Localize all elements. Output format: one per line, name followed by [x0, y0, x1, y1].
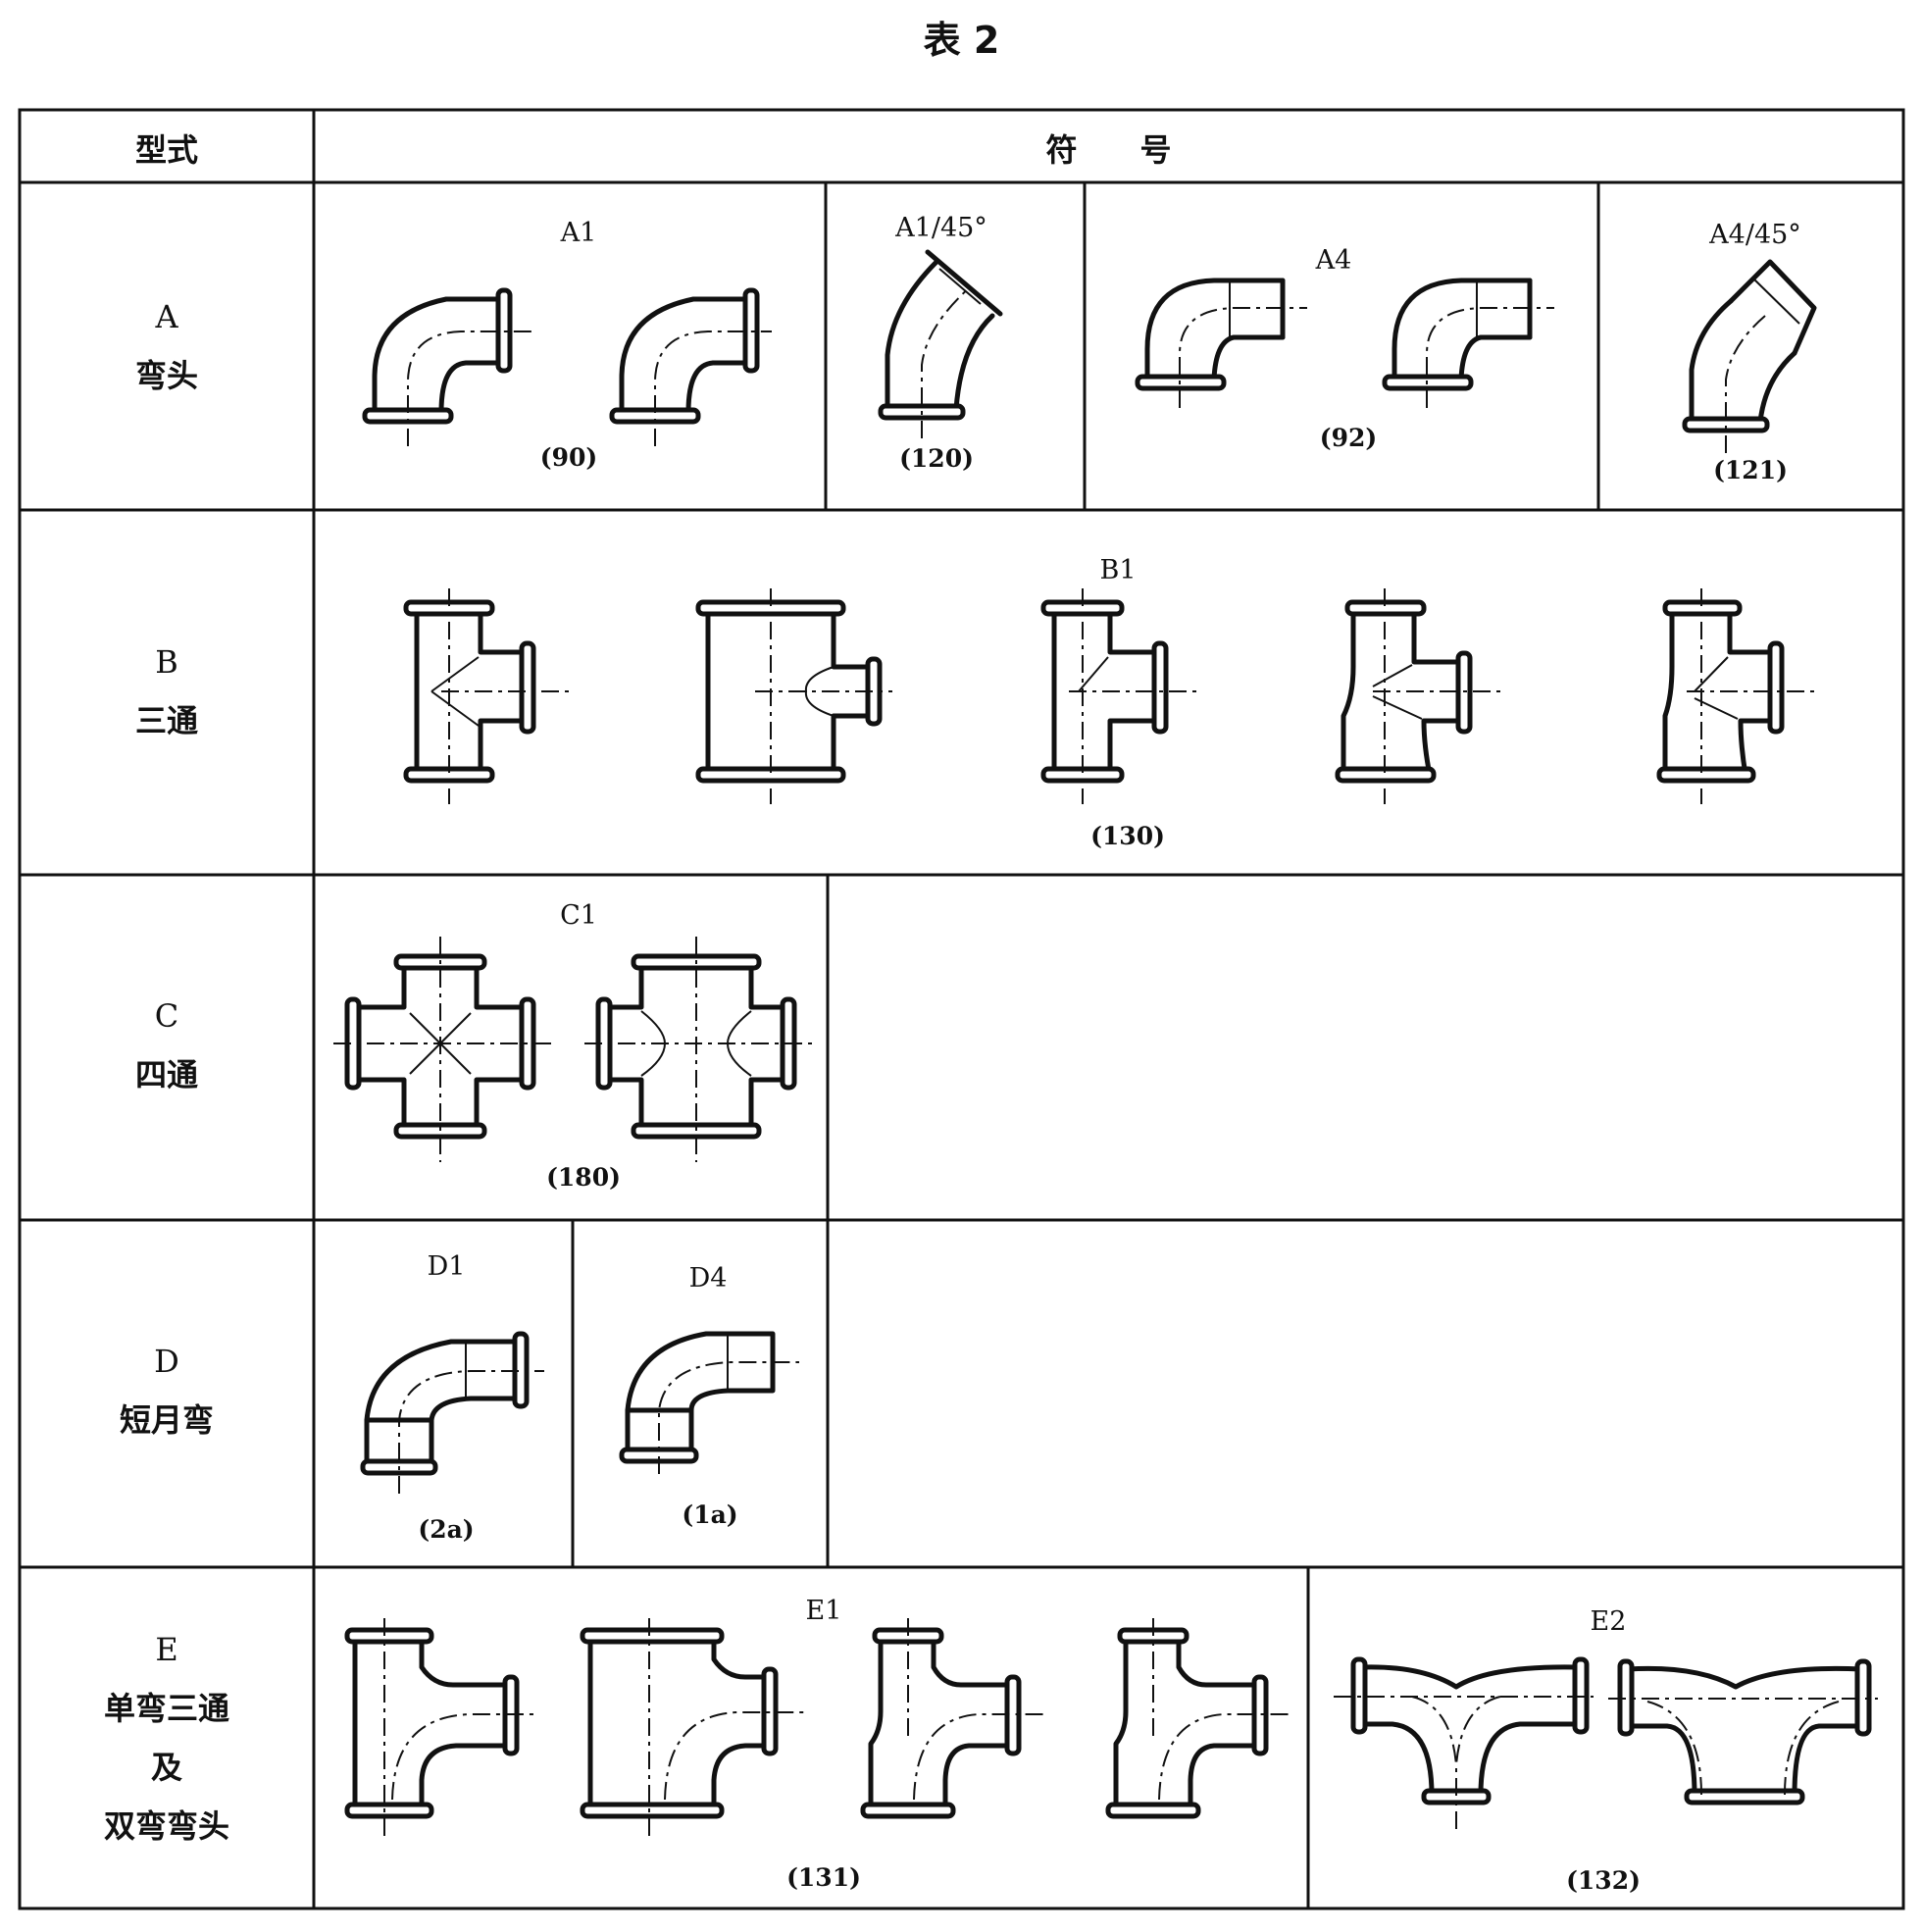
- row-code-d: D: [154, 1343, 179, 1380]
- row-label-b: B 三通: [20, 633, 314, 750]
- short-bend-d1-drawing: [360, 1331, 544, 1494]
- symbol-label-e2: E2: [1590, 1606, 1627, 1637]
- row-label-a: A 弯头: [20, 287, 314, 405]
- tee-b1-drawing-1: [403, 588, 569, 804]
- double-bend-e2-drawing-1: [1334, 1656, 1594, 1829]
- symbol-label-b1: B1: [1099, 555, 1137, 585]
- elbow-a4-drawing-1: [1135, 278, 1307, 408]
- symbol-label-d1: D1: [427, 1251, 466, 1282]
- row-name-e-2: 及: [150, 1749, 182, 1786]
- symbol-ref-a4: (92): [1319, 424, 1378, 452]
- elbow-a4-45-drawing: [1682, 259, 1817, 453]
- row-label-d: D 短月弯: [20, 1332, 314, 1449]
- row-code-a: A: [155, 298, 178, 335]
- row-code-e: E: [155, 1631, 178, 1668]
- row-code-c: C: [154, 997, 179, 1035]
- symbol-ref-c1: (180): [546, 1163, 621, 1192]
- row-name-d: 短月弯: [119, 1401, 214, 1439]
- cross-c1-drawing-1: [333, 937, 554, 1162]
- symbol-ref-b1: (130): [1090, 822, 1165, 850]
- symbol-ref-d1: (2a): [418, 1515, 475, 1544]
- tee-b1-drawing-3: [1040, 588, 1196, 804]
- row-code-b: B: [155, 643, 178, 681]
- row-name-a: 弯头: [134, 357, 198, 394]
- symbol-label-e1: E1: [805, 1596, 842, 1626]
- symbol-label-d4: D4: [688, 1263, 728, 1294]
- tee-b1-drawing-5: [1656, 588, 1814, 804]
- symbol-ref-e2: (132): [1566, 1866, 1641, 1895]
- cross-c1-drawing-2: [584, 937, 815, 1162]
- symbol-label-a1-45: A1/45°: [895, 213, 987, 243]
- short-bend-d4-drawing: [619, 1331, 799, 1474]
- row-label-c: C 四通: [20, 987, 314, 1104]
- row-name-b: 三通: [134, 702, 198, 739]
- symbol-label-a1: A1: [560, 218, 597, 248]
- row-name-e-3: 双弯弯头: [103, 1807, 229, 1845]
- row-label-e: E 单弯三通 及 双弯弯头: [20, 1620, 314, 1856]
- symbol-ref-a4-45: (121): [1713, 456, 1788, 484]
- elbow-a1-drawing-1: [362, 287, 534, 446]
- bend-tee-e1-drawing-4: [1105, 1618, 1290, 1819]
- row-name-e-1: 单弯三通: [103, 1690, 229, 1727]
- symbol-label-c1: C1: [560, 900, 597, 931]
- row-name-c: 四通: [134, 1056, 198, 1093]
- elbow-a1-45-drawing: [878, 249, 1003, 438]
- elbow-a4-drawing-2: [1382, 278, 1554, 408]
- bend-tee-e1-drawing-1: [344, 1618, 534, 1839]
- symbol-ref-d4: (1a): [682, 1500, 738, 1529]
- tee-b1-drawing-4: [1335, 588, 1500, 804]
- table-title: 表 2: [923, 19, 1000, 62]
- header-symbol: 符 号: [1045, 131, 1172, 169]
- double-bend-e2-drawing-2: [1608, 1658, 1878, 1805]
- symbol-label-a4-45: A4/45°: [1709, 220, 1801, 250]
- symbol-ref-e1: (131): [786, 1863, 861, 1892]
- tee-b1-drawing-2: [695, 588, 892, 804]
- elbow-a1-drawing-2: [609, 287, 772, 446]
- symbol-label-a4: A4: [1315, 245, 1352, 276]
- header-type: 型式: [134, 131, 198, 169]
- symbol-ref-a1-45: (120): [899, 444, 974, 473]
- bend-tee-e1-drawing-2: [580, 1618, 804, 1839]
- symbol-ref-a1: (90): [539, 443, 598, 472]
- bend-tee-e1-drawing-3: [860, 1618, 1044, 1819]
